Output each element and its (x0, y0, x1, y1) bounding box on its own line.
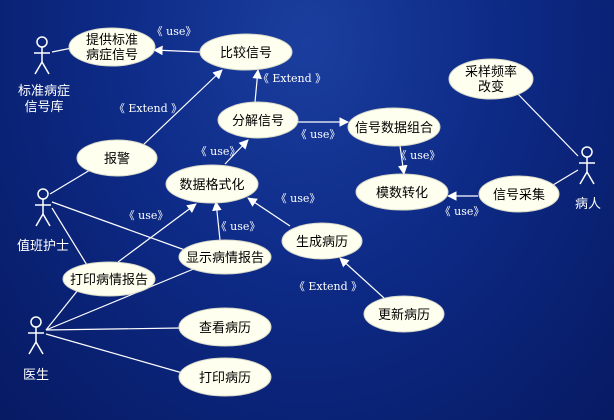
edge-doctor-printrec (45, 333, 187, 375)
rel-mod-collect: 《 use》 (440, 205, 485, 218)
use-case-update-record-label: 更新病历 (378, 307, 430, 323)
arrow-alarm-compare (141, 69, 223, 147)
use-case-print-report[interactable]: 打印病情报告 (62, 261, 156, 297)
edge-patient-freq (515, 91, 579, 157)
edge-doctor-view (45, 327, 181, 331)
edge-nurse-show (51, 201, 197, 255)
arrow-update-gen (339, 257, 385, 299)
actor-nurse[interactable]: 值班护士 (17, 188, 69, 254)
use-case-alarm-label: 报警 (104, 151, 130, 167)
edge-doctor-show-report (45, 267, 197, 331)
use-case-format-label: 数据格式化 (179, 177, 244, 193)
rel-extend-compare: 《 Extend 》 (258, 72, 326, 85)
use-case-gen-record-label: 生成病历 (296, 235, 348, 250)
actor-patient[interactable]: 病人 (575, 146, 601, 212)
rel-update-gen: 《 Extend 》 (294, 280, 362, 293)
use-case-show-report-label: 显示病情报告 (186, 251, 264, 266)
arrow-format-decomp (224, 139, 249, 165)
use-case-compare[interactable]: 比较信号 (199, 33, 293, 71)
rel-show-format: 《 use》 (216, 220, 261, 233)
use-case-modconv[interactable]: 模数转化 (355, 173, 449, 211)
arrow-show-format (212, 201, 222, 241)
arrow-combine-mod (398, 145, 408, 175)
actor-doctor[interactable]: 医生 (23, 316, 49, 383)
rel-extend-alarm: 《 Extend 》 (114, 102, 182, 115)
stick-figure-icon (579, 146, 595, 185)
arrow-print-format (117, 203, 197, 263)
relation-labels: 《 use》 《 Extend 》 《 Extend 》 《 use》 《 us… (114, 25, 485, 293)
actor-patient-label: 病人 (575, 197, 601, 212)
edges (45, 45, 579, 375)
actor-std-db-line2: 信号库 (24, 99, 63, 115)
use-case-freq-line2: 改变 (478, 79, 504, 95)
actor-doctor-label: 医生 (23, 368, 49, 383)
rel-combine-mod: 《 use》 (396, 149, 441, 162)
use-case-update-record[interactable]: 更新病历 (363, 295, 445, 333)
actor-nurse-label: 值班护士 (17, 238, 69, 254)
rel-decomp-combine: 《 use》 (296, 128, 341, 141)
use-case-modconv-label: 模数转化 (376, 186, 428, 201)
use-case-freq-line1: 采样频率 (465, 64, 517, 80)
use-case-compare-label: 比较信号 (220, 46, 272, 61)
arrow-gen-format (247, 197, 291, 227)
actor-std-db[interactable]: 标准病症 信号库 (18, 36, 70, 115)
rel-compare-provide: 《 use》 (152, 25, 197, 38)
use-case-combine-label: 信号数据组合 (355, 121, 433, 136)
rel-format-decomp: 《 use》 (196, 145, 241, 158)
use-case-provide-std[interactable]: 提供标准 病症信号 (68, 27, 156, 67)
use-case-combine[interactable]: 信号数据组合 (347, 107, 441, 147)
use-case-show-report[interactable]: 显示病情报告 (178, 239, 272, 275)
stick-figure-icon (28, 316, 44, 355)
actor-std-db-line1: 标准病症 (18, 84, 70, 99)
arrow-decomp-compare (252, 69, 262, 103)
use-case-view-record-label: 查看病历 (199, 320, 251, 336)
use-case-collect[interactable]: 信号采集 (478, 175, 560, 213)
rel-print-format: 《 use》 (124, 209, 169, 222)
use-case-provide-std-line2: 病症信号 (86, 48, 138, 63)
edge-nurse-print (51, 207, 91, 271)
stick-figure-icon (35, 188, 51, 227)
use-case-decompose[interactable]: 分解信号 (217, 101, 299, 139)
use-case-decompose-label: 分解信号 (232, 114, 284, 129)
rel-gen-format: 《 use》 (276, 192, 321, 205)
use-case-gen-record[interactable]: 生成病历 (281, 222, 363, 260)
edge-nurse-alarm (49, 169, 91, 195)
use-case-print-record[interactable]: 打印病历 (178, 357, 272, 397)
use-case-view-record[interactable]: 查看病历 (178, 307, 272, 347)
stick-figure-icon (34, 36, 50, 75)
use-case-freq[interactable]: 采样频率 改变 (448, 58, 534, 100)
use-case-provide-std-line1: 提供标准 (86, 32, 138, 48)
use-case-print-report-label: 打印病情报告 (70, 273, 148, 288)
use-case-alarm[interactable]: 报警 (76, 139, 158, 177)
use-case-print-record-label: 打印病历 (199, 371, 251, 386)
use-case-collect-label: 信号采集 (493, 187, 545, 203)
arrow-compare-provide (153, 45, 201, 56)
use-case-format[interactable]: 数据格式化 (165, 164, 259, 204)
edge-doctor-print-report (45, 289, 79, 331)
